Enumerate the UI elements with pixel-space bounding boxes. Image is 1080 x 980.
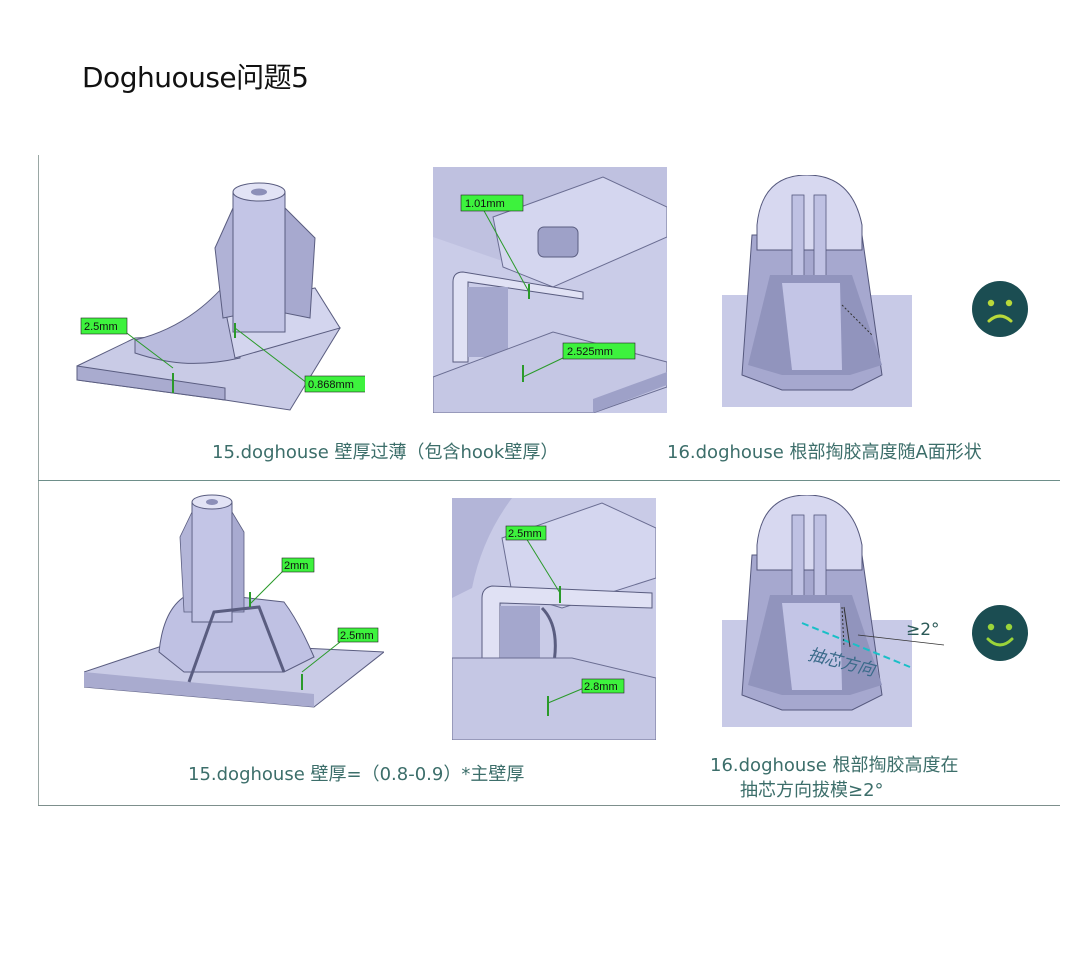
sad-face-icon xyxy=(972,281,1028,337)
dim-label-2-5mm-b: 2.5mm xyxy=(340,630,374,642)
caption-top-right: 16.doghouse 根部掏胶高度随A面形状 xyxy=(667,442,982,463)
dim-label-1-01mm: 1.01mm xyxy=(465,198,505,210)
dim-label-2-5mm-c: 2.5mm xyxy=(508,528,542,540)
bottom-fig-1: 2mm 2.5mm xyxy=(84,492,384,712)
dim-label-2mm: 2mm xyxy=(284,560,308,572)
caption-bottom-right-line2: 抽芯方向拔模≥2° xyxy=(740,780,884,801)
caption-bottom-left: 15.doghouse 壁厚=（0.8-0.9）*主壁厚 xyxy=(188,764,525,785)
caption-top-left: 15.doghouse 壁厚过薄（包含hook壁厚） xyxy=(212,442,559,463)
angle-label: ≥2° xyxy=(906,620,940,640)
bottom-border xyxy=(38,805,1060,806)
caption-bottom-right-line1: 16.doghouse 根部掏胶高度在 xyxy=(710,755,959,776)
dim-label-2-525mm: 2.525mm xyxy=(567,346,613,358)
happy-face-icon xyxy=(972,605,1028,661)
page-title: Doghuouse问题5 xyxy=(82,61,309,94)
top-fig-3 xyxy=(722,175,912,407)
dim-label-0-868mm: 0.868mm xyxy=(308,379,354,391)
bottom-fig-2: 2.5mm 2.8mm xyxy=(452,498,656,740)
bottom-fig-3 xyxy=(722,495,962,727)
top-fig-2: 1.01mm 2.525mm xyxy=(433,167,667,413)
row-divider xyxy=(38,480,1060,481)
dim-label-2-5mm: 2.5mm xyxy=(84,321,118,333)
dim-label-2-8mm: 2.8mm xyxy=(584,681,618,693)
top-fig-1: 2.5mm 0.868mm xyxy=(75,178,365,418)
